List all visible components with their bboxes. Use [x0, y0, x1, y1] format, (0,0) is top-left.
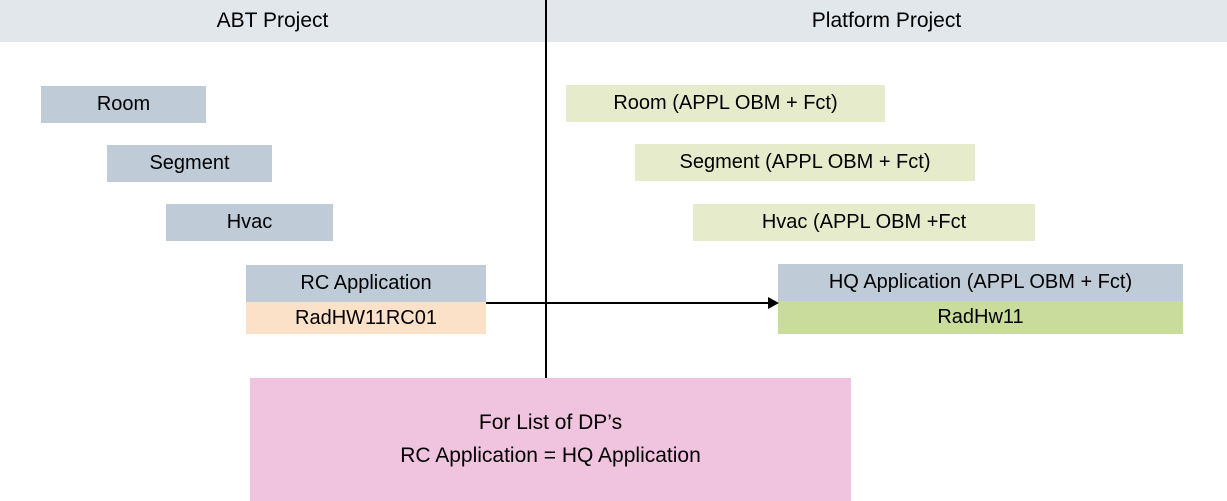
header-band-left	[0, 0, 545, 42]
node-hvac-platform[interactable]: Hvac (APPL OBM +Fct	[693, 204, 1035, 241]
node-hq-application[interactable]: HQ Application (APPL OBM + Fct)	[778, 264, 1183, 301]
header-band-right	[546, 0, 1227, 42]
node-room-platform[interactable]: Room (APPL OBM + Fct)	[566, 85, 885, 122]
node-room-abt[interactable]: Room	[41, 86, 206, 123]
column-divider	[545, 0, 547, 378]
node-segment-abt[interactable]: Segment	[107, 145, 272, 182]
connector-arrow-head-icon	[768, 297, 779, 309]
connector-arrow-line	[486, 302, 771, 304]
node-segment-platform[interactable]: Segment (APPL OBM + Fct)	[635, 144, 975, 181]
header-title-platform-project: Platform Project	[811, 9, 962, 32]
node-hvac-abt[interactable]: Hvac	[166, 204, 333, 241]
note-line-1: For List of DP’s	[478, 410, 623, 434]
node-radhw11[interactable]: RadHw11	[778, 301, 1183, 334]
note-line-2: RC Application = HQ Application	[400, 443, 701, 467]
node-radhw11rc01[interactable]: RadHW11RC01	[246, 302, 486, 334]
header-title-abt-project: ABT Project	[216, 9, 329, 32]
note-box-dp-equivalence: For List of DP’s RC Application = HQ App…	[250, 378, 851, 501]
node-rc-application[interactable]: RC Application	[246, 265, 486, 302]
